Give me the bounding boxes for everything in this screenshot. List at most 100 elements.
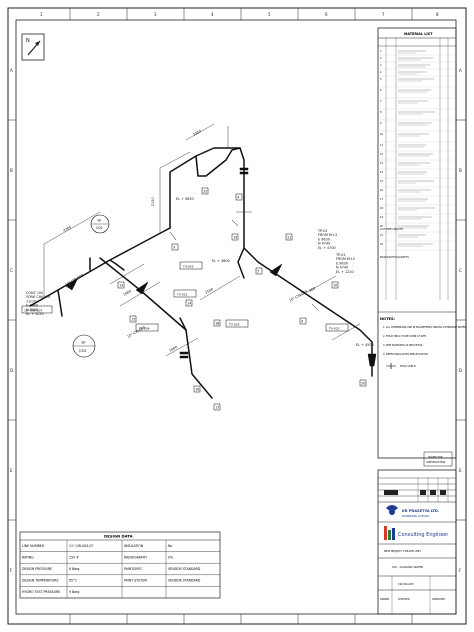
dimension-value: 4700 bbox=[63, 225, 72, 233]
design-data-cell: DESIGN TEMPERATURE bbox=[22, 579, 58, 583]
dimension-value: 1800 bbox=[123, 289, 132, 297]
notes-title: NOTES: bbox=[380, 317, 396, 321]
margin-letter: B bbox=[10, 168, 13, 173]
pipe-run bbox=[179, 317, 187, 331]
size-label: 10"-CW-004 bbox=[289, 289, 309, 303]
margin-letter: E bbox=[459, 468, 462, 473]
tie-point-markers: TP C02 TP C03 bbox=[72, 214, 110, 358]
tag-boxes: 10"-CW-004 TV-021 TV-022 TV-023 TV-024 T… bbox=[21, 261, 349, 332]
margin-number: 7 bbox=[382, 12, 385, 17]
item-marker-box bbox=[235, 193, 243, 201]
material-item-number: 1 bbox=[380, 50, 382, 53]
margin-letter: C bbox=[10, 268, 13, 273]
material-item-number: 3 bbox=[380, 64, 382, 67]
stamp-line-1: ISSUED FOR bbox=[428, 456, 443, 459]
margin-letter: D bbox=[459, 368, 462, 373]
margin-letter: D bbox=[10, 368, 13, 373]
margin-number: 2 bbox=[97, 12, 100, 17]
tie-point-label: TP bbox=[80, 341, 86, 345]
material-item-number: 18 bbox=[380, 207, 384, 210]
field-weld-legend-icon bbox=[386, 363, 396, 369]
item-marker-label: 17 bbox=[215, 406, 219, 410]
note-line: 3. PIPE SUPPORTS AS PER DETAIL. bbox=[383, 344, 424, 347]
pipe-run bbox=[57, 289, 63, 317]
design-data-cell: RADIOGRAPHY bbox=[124, 555, 147, 559]
field-weld-legend-label: FIELD WELD bbox=[400, 364, 416, 368]
item-marker-box bbox=[171, 243, 179, 251]
design-data-cell: 65°C bbox=[69, 579, 78, 583]
pipe-run bbox=[29, 227, 171, 307]
item-marker-box bbox=[285, 233, 293, 241]
item-marker-label: 21 bbox=[287, 236, 291, 240]
item-marker-label: 15 bbox=[131, 318, 135, 322]
consulting-logo-icon bbox=[384, 526, 395, 540]
design-data-cell: INSULATION bbox=[124, 544, 144, 548]
item-marker-label: 20 bbox=[361, 382, 365, 386]
design-data-cell: DESIGN PRESSURE bbox=[22, 567, 52, 571]
margin-number: 1 bbox=[40, 12, 43, 17]
material-item-number: 10 bbox=[380, 133, 384, 136]
company-sub: ENGINEERING & DESIGN bbox=[402, 515, 429, 518]
drawing-title: ISO - COOLING WATER bbox=[392, 565, 423, 569]
dimension-lines bbox=[43, 123, 361, 357]
company-logo-icon bbox=[386, 505, 398, 515]
margin-letter: B bbox=[459, 168, 462, 173]
margin-letter: E bbox=[10, 468, 13, 473]
pipe-run bbox=[169, 147, 241, 229]
tie-point-code: C02 bbox=[96, 226, 103, 230]
material-item-number: 14 bbox=[380, 171, 384, 174]
pipe-run bbox=[195, 147, 241, 157]
item-marker-box bbox=[117, 281, 125, 289]
item-marker-box bbox=[359, 379, 367, 387]
pipe-run bbox=[237, 147, 245, 279]
item-marker-box bbox=[299, 317, 307, 325]
margin-number: 4 bbox=[211, 12, 214, 17]
material-item-number: 13 bbox=[380, 162, 384, 165]
dimension-value: 2150 bbox=[151, 197, 155, 206]
item-marker-label: 13 bbox=[119, 284, 123, 288]
margin-number: 5 bbox=[268, 12, 271, 17]
line-tag: TV-023 bbox=[328, 327, 340, 331]
project-title: NEW PROJECT CHILLER UNIT bbox=[384, 549, 421, 553]
material-list: MATERIAL LIST 12345678910111213141516171… bbox=[377, 27, 467, 467]
title-small: DRAWN bbox=[380, 598, 389, 601]
design-data-cell: PAINT SYSTEM bbox=[124, 579, 147, 583]
margin-number: 3 bbox=[154, 12, 157, 17]
item-marker-label: 16 bbox=[195, 388, 199, 392]
margin-numbers: 1 2 3 4 5 6 7 8 A B C D E F A B C D E F bbox=[10, 12, 462, 573]
valve-icon bbox=[65, 277, 79, 291]
pipe-run bbox=[243, 247, 373, 377]
valve-symbols bbox=[65, 167, 377, 367]
flange-icon bbox=[239, 167, 249, 175]
margin-number: 8 bbox=[436, 12, 439, 17]
margin-letter: C bbox=[459, 268, 462, 273]
item-marker-box bbox=[185, 299, 193, 307]
item-marker-box bbox=[129, 315, 137, 323]
material-item-number: 2 bbox=[380, 57, 382, 60]
material-item-number: 12 bbox=[380, 153, 384, 156]
design-data-cell: LINE NUMBER bbox=[22, 544, 45, 548]
material-item-number: 11 bbox=[380, 144, 384, 147]
north-arrow-icon: N bbox=[21, 33, 45, 61]
item-marker-label: 5 bbox=[257, 270, 259, 274]
consulting-name: Consulting Engineer bbox=[398, 532, 449, 538]
line-tag: TV-025 bbox=[228, 323, 240, 327]
line-tag: 10"-CW-004 bbox=[24, 309, 42, 313]
note-line: 4. REFER INSULATION SPECIFICATION. bbox=[383, 353, 429, 356]
stamp-line-2: CONSTRUCTION bbox=[426, 461, 445, 464]
flange-icon bbox=[179, 351, 189, 359]
design-data-cell: 11"-CW-004-CF bbox=[69, 544, 94, 548]
design-data-cell: PAINT/SPEC bbox=[124, 567, 143, 571]
reducer-icon bbox=[367, 353, 377, 367]
item-marker-box bbox=[193, 385, 201, 393]
material-item-number: 6 bbox=[380, 89, 382, 92]
material-section-cut: CUT PIPE LENGTH bbox=[380, 227, 403, 231]
design-data-title: DESIGN DATA bbox=[104, 534, 133, 539]
elevation-label: EL + 3600 bbox=[212, 259, 230, 263]
margin-letter: A bbox=[10, 68, 13, 73]
